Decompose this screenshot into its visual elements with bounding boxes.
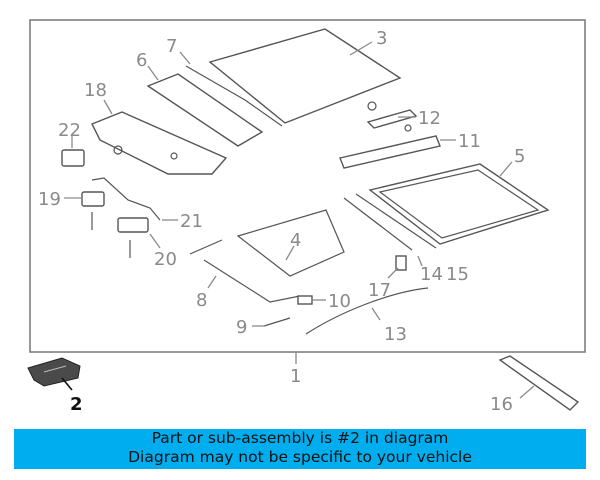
callout-12: 12 <box>418 108 441 129</box>
part-17-clip[interactable] <box>395 255 407 271</box>
part-20-bracket[interactable] <box>117 217 149 258</box>
part-3-glass-panel[interactable] <box>208 28 402 124</box>
callout-11: 11 <box>458 131 481 152</box>
callout-9: 9 <box>236 317 247 338</box>
part-16-side-rail[interactable] <box>498 355 580 411</box>
part-10-clip[interactable] <box>297 295 313 305</box>
part-12-bracket[interactable] <box>366 101 418 132</box>
callout-6: 6 <box>136 50 147 71</box>
callout-18: 18 <box>84 80 107 101</box>
part-4-seal[interactable] <box>236 209 345 277</box>
notice-banner: Part or sub-assembly is #2 in diagram Di… <box>14 429 586 469</box>
callout-22: 22 <box>58 120 81 141</box>
callout-2: 2 <box>70 394 83 415</box>
callout-13: 13 <box>384 324 407 345</box>
part-21-harness[interactable] <box>91 177 161 221</box>
part-9-clip[interactable] <box>263 317 291 327</box>
part-11-rail[interactable] <box>339 135 441 169</box>
callout-17: 17 <box>368 280 391 301</box>
banner-line-1: Part or sub-assembly is #2 in diagram <box>151 429 449 447</box>
callout-19: 19 <box>38 189 61 210</box>
part-18-frame-assembly[interactable] <box>91 111 228 175</box>
part-13-molding[interactable] <box>305 287 429 335</box>
part-7-weatherstrip[interactable] <box>185 65 283 127</box>
callout-10: 10 <box>328 291 351 312</box>
callout-4: 4 <box>290 230 301 251</box>
callout-3: 3 <box>376 28 387 49</box>
part-2-bracket[interactable] <box>27 357 81 387</box>
part-19-bracket[interactable] <box>81 191 105 230</box>
callout-5: 5 <box>514 146 525 167</box>
callout-15: 15 <box>446 264 469 285</box>
callout-20: 20 <box>154 249 177 270</box>
part-15-drain-strip[interactable] <box>355 193 437 249</box>
banner-line-2: Diagram may not be specific to your vehi… <box>128 448 472 466</box>
callout-8: 8 <box>196 290 207 311</box>
part-22-motor[interactable] <box>61 149 85 167</box>
part-8-trim[interactable] <box>189 239 301 303</box>
callout-16: 16 <box>490 394 513 415</box>
callout-7: 7 <box>166 36 177 57</box>
callout-1: 1 <box>290 366 301 387</box>
callout-14: 14 <box>420 264 443 285</box>
part-14-drain-strip[interactable] <box>343 197 413 251</box>
part-6-sunshade[interactable] <box>146 73 264 147</box>
callout-21: 21 <box>180 211 203 232</box>
part-5-frame[interactable] <box>368 163 550 245</box>
